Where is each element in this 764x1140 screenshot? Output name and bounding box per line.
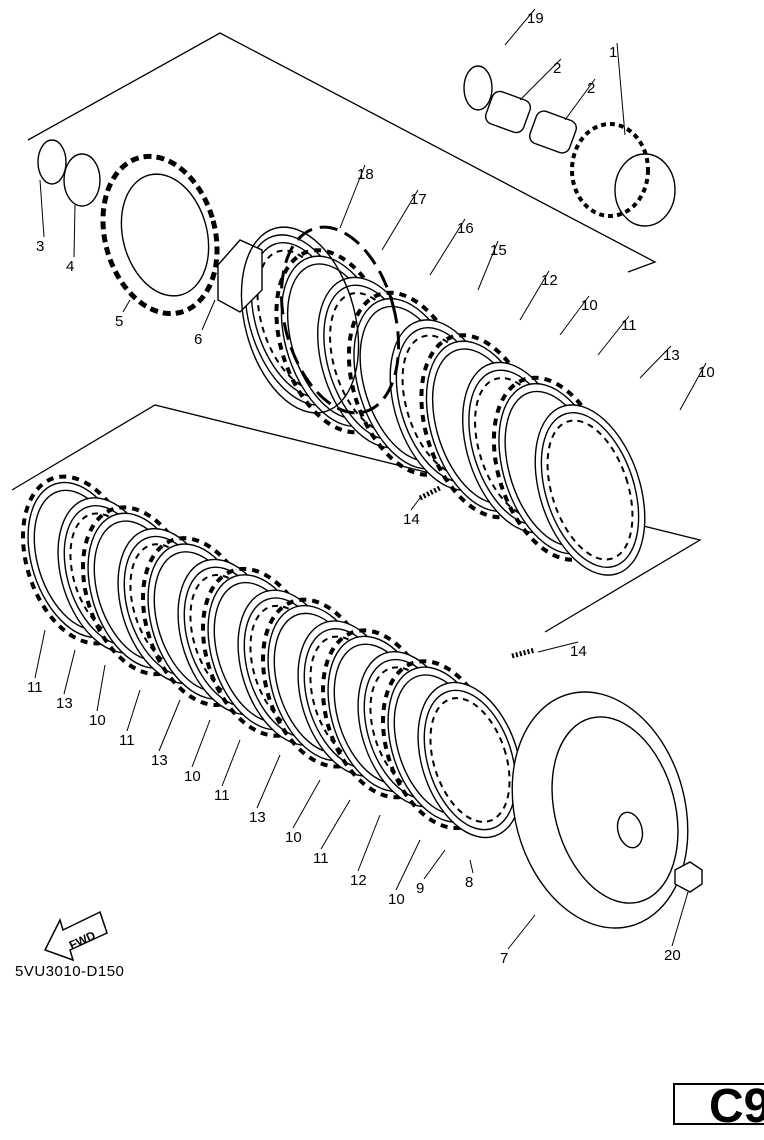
circlip [240,226,360,414]
washer [37,139,67,185]
leader-line [507,914,536,950]
leader-line [477,240,499,291]
part-number-label: 20 [664,947,681,964]
leader-line [671,891,689,947]
washer [463,65,493,111]
leader-line [639,345,672,379]
part-number-label: 11 [27,679,43,696]
part-number-label: 8 [465,874,473,891]
lock-nut [217,239,263,313]
leader-line [616,42,626,136]
leader-line [320,799,351,850]
leader-line [429,218,466,276]
part-number-label: 4 [66,258,74,275]
part-number-label: 13 [249,809,266,826]
diagram-code: 5VU3010-D150 [15,963,125,980]
part-number-label: 13 [151,752,168,769]
leader-line [679,362,707,411]
leader-line [564,78,596,121]
leader-line [126,689,141,732]
part-number-label: 6 [194,331,202,348]
leader-line [39,179,45,238]
sheet-id: C9 [709,1080,764,1133]
pressure-plate [279,225,401,415]
leader-line [158,699,181,752]
leader-line [469,859,474,874]
part-number-label: 10 [89,712,106,729]
leader-line [504,8,536,46]
part-number-label: 14 [570,643,587,660]
leader-line [63,649,76,695]
group-frame-upper [27,32,657,273]
part-number-label: 18 [357,166,374,183]
part-number-label: 9 [416,880,424,897]
needle-bearing [529,110,577,154]
part-number-label: 15 [490,242,507,259]
leader-line [395,839,421,891]
leader-line [381,189,419,251]
part-number-label: 3 [36,238,44,255]
leader-line [519,58,562,101]
leader-line [201,299,216,331]
washer [63,153,101,207]
leader-line [122,299,131,313]
clutch-boss [100,153,220,317]
leader-line [221,739,241,787]
leader-line [537,641,579,653]
leader-line [191,719,211,768]
part-number-label: 11 [313,850,329,867]
leader-line [292,779,321,829]
leader-line [597,315,630,356]
primary-driven-gear [570,122,650,218]
part-number-label: 13 [663,347,680,364]
primary-driven-gear [614,153,676,227]
part-number-label: 10 [581,297,598,314]
leader-line [357,814,381,872]
part-number-label: 10 [698,364,715,381]
part-number-label: 19 [527,10,544,27]
part-number-label: 5 [115,313,123,330]
part-number-label: 13 [56,695,73,712]
clutch-plate [417,681,523,839]
part-number-label: 2 [587,80,595,97]
part-number-label: 11 [621,317,637,334]
needle-bearing [484,90,532,134]
part-number-label: 10 [184,768,201,785]
part-number-label: 12 [350,872,367,889]
clutch-plate [534,404,646,576]
nut [674,861,703,893]
leader-line [519,270,550,321]
part-number-label: 12 [541,272,558,289]
part-number-label: 2 [553,60,561,77]
part-number-label: 10 [388,891,405,908]
part-number-label: 16 [457,220,474,237]
leader-line [256,754,281,809]
part-number-label: 14 [403,511,420,528]
part-number-label: 10 [285,829,302,846]
leader-line [34,629,46,679]
part-number-label: 11 [214,787,230,804]
leader-line [339,164,366,229]
part-number-label: 11 [119,732,135,749]
leader-line [423,849,446,880]
clutch-housing [511,691,689,929]
part-number-label: 17 [410,191,427,208]
leader-line [73,204,76,258]
part-number-label: 7 [500,950,508,967]
leader-line [559,295,590,336]
leader-line [96,664,106,712]
leader-line [410,497,421,511]
part-number-label: 1 [609,44,617,61]
sheet-id-box: C9 [673,1080,764,1133]
fwd-arrow-icon: FWD [43,910,108,962]
